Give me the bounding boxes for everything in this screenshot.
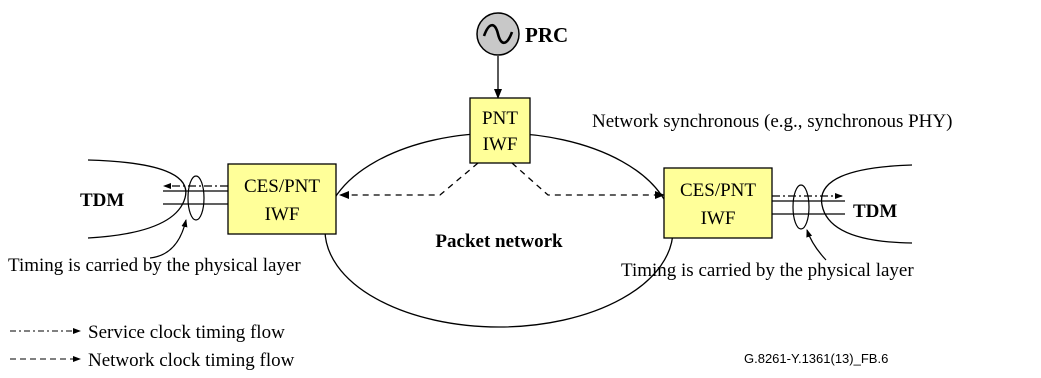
left-timing-note: Timing is carried by the physical layer (8, 255, 301, 276)
prc-label: PRC (525, 23, 568, 47)
figure-id: G.8261-Y.1361(13)_FB.6 (744, 351, 888, 366)
network-flow-to-left-iwf (339, 162, 479, 199)
right-timing-note: Timing is carried by the physical layer (621, 260, 914, 281)
left-timing-ellipse (187, 175, 205, 221)
right-timing-ellipse (792, 184, 810, 230)
network-flow-to-right-iwf (511, 162, 665, 199)
right-iwf-line1: CES/PNT (680, 180, 756, 201)
left-tdm-boundary (87, 159, 187, 239)
network-synchronous-label: Network synchronous (e.g., synchronous P… (592, 111, 952, 132)
right-ces-pnt-iwf-box (663, 167, 773, 239)
left-tdm-network: TDM (80, 159, 187, 239)
left-ces-pnt-iwf-box (227, 163, 337, 235)
left-timing-pointer (149, 219, 188, 259)
right-tdm-boundary (820, 164, 913, 244)
legend-service-flow-label: Service clock timing flow (88, 322, 285, 343)
packet-network-label: Packet network (435, 231, 563, 252)
legend: Service clock timing flow Network clock … (10, 322, 295, 371)
pnt-iwf-box (469, 97, 531, 164)
left-tdm-label: TDM (80, 190, 124, 211)
left-iwf-line1: CES/PNT (244, 176, 320, 197)
right-timing-pointer (806, 229, 827, 261)
legend-network-flow-label: Network clock timing flow (88, 350, 295, 371)
right-tdm-label: TDM (853, 201, 897, 222)
sine-wave-icon (482, 23, 514, 45)
prc-source: PRC (476, 12, 568, 56)
pnt-iwf-line1: PNT (482, 108, 518, 129)
left-iwf-line2: IWF (265, 204, 300, 225)
pnt-iwf-line2: IWF (483, 134, 518, 155)
right-iwf-line2: IWF (701, 208, 736, 229)
right-tdm-network: TDM (820, 164, 913, 244)
